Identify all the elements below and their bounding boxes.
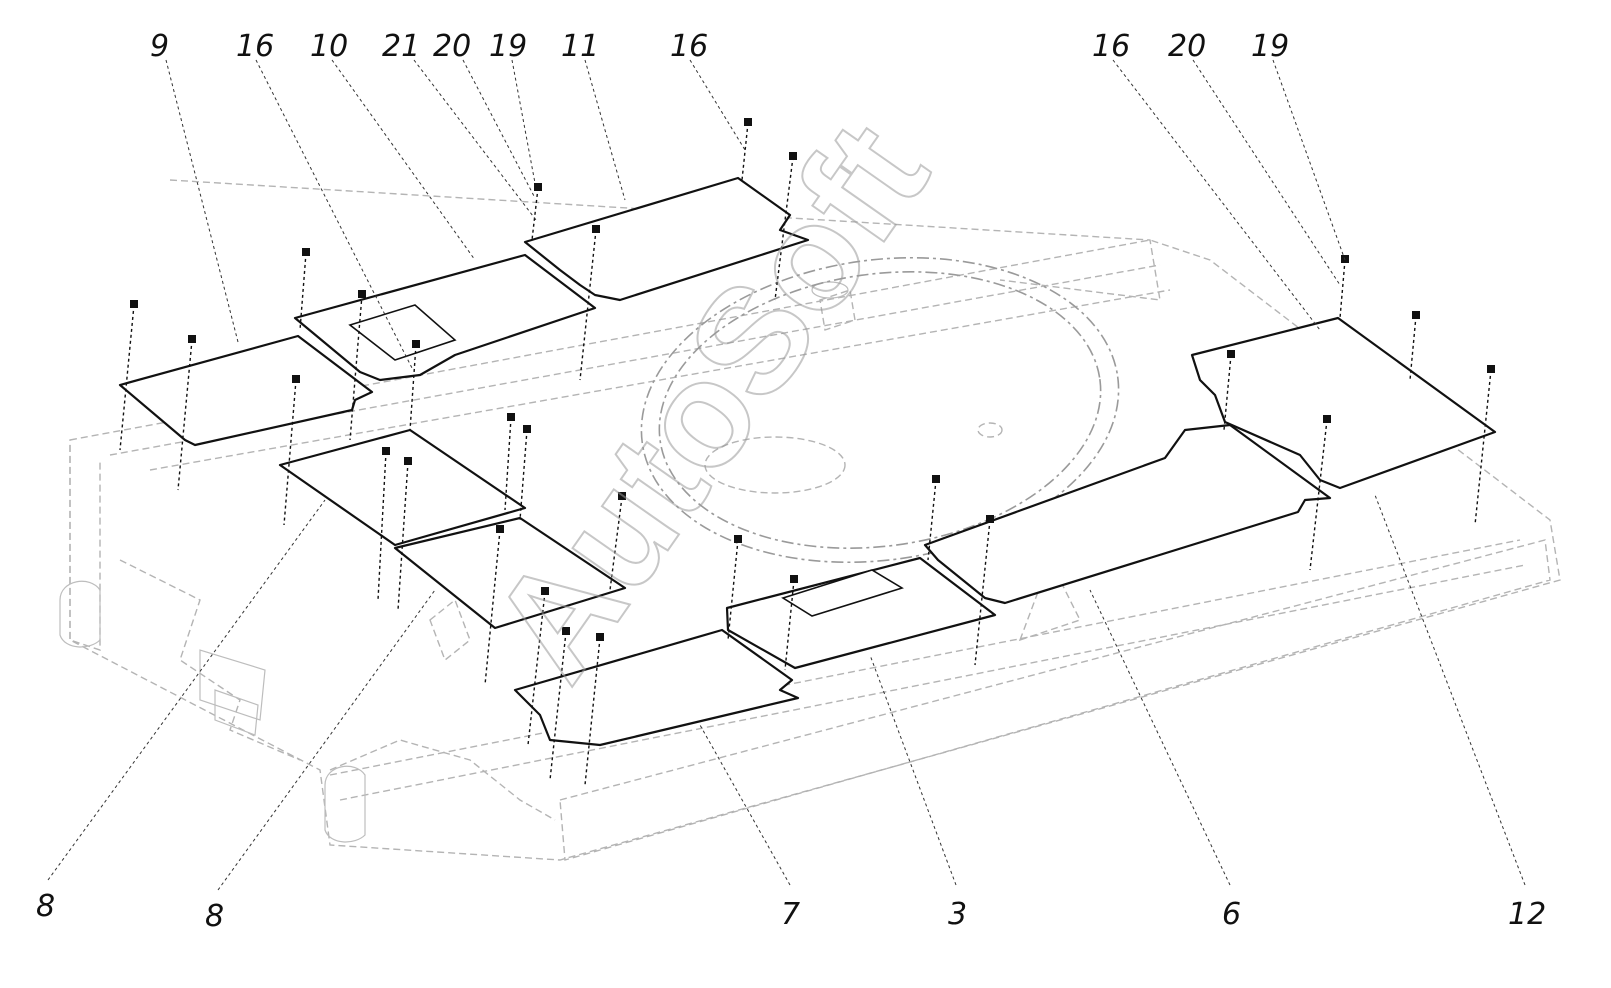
panel-8-upper — [278, 428, 527, 547]
top-callouts: 9 16 10 21 20 19 11 16 16 20 19 — [150, 29, 1289, 64]
panel-7 — [513, 628, 800, 747]
bolt-group-7 — [527, 535, 742, 786]
bolt-group-11 — [741, 118, 797, 301]
panel-10-hatch — [348, 304, 457, 361]
callout-12: 12 — [1508, 897, 1546, 932]
callout-11: 11 — [561, 29, 599, 64]
bottom-callouts: 8 8 7 3 6 12 — [36, 889, 1546, 934]
panel-6 — [923, 423, 1332, 605]
callout-6: 6 — [1222, 897, 1241, 932]
panel-3-cover — [781, 569, 904, 617]
callout-21: 21 — [382, 29, 420, 64]
bolt-group-8 — [377, 413, 626, 686]
callout-8: 8 — [36, 889, 55, 924]
callout-19: 19 — [1251, 29, 1289, 64]
panel-12 — [1190, 316, 1497, 490]
callout-7: 7 — [781, 897, 800, 932]
callout-3: 3 — [948, 897, 967, 932]
panel-10 — [293, 253, 597, 382]
panel-9 — [118, 334, 374, 447]
floor-panels — [118, 176, 1497, 747]
slewing-ring — [640, 256, 1120, 564]
callout-10: 10 — [310, 29, 348, 64]
callout-19: 19 — [489, 29, 527, 64]
panel-8-lower — [393, 516, 627, 630]
callout-8: 8 — [205, 899, 224, 934]
bolt-group-9 — [119, 248, 366, 526]
callout-9: 9 — [150, 29, 169, 64]
callout-16: 16 — [1092, 29, 1130, 64]
callout-20: 20 — [1168, 29, 1206, 64]
bolt-group-10 — [409, 183, 600, 431]
leader-lines — [47, 59, 1526, 891]
panel-3 — [725, 556, 997, 670]
callout-16: 16 — [670, 29, 708, 64]
callout-16: 16 — [236, 29, 274, 64]
fastener-bolts — [119, 118, 1495, 786]
panel-11 — [523, 176, 810, 302]
callout-20: 20 — [433, 29, 471, 64]
bolt-group-3 — [784, 475, 994, 671]
